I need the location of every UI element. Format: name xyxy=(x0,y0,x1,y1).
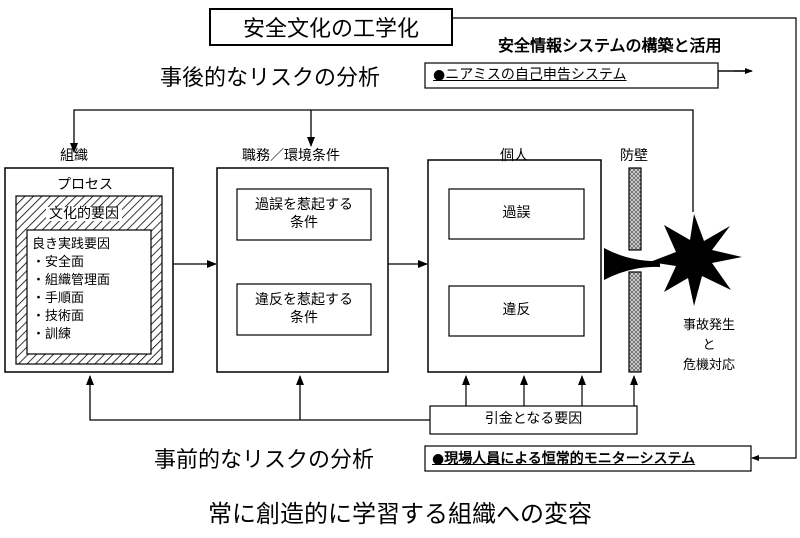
post-risk-analysis: 事後的なリスクの分析 xyxy=(160,66,381,91)
error-condition-text: 過誤を惹起する条件 xyxy=(237,189,371,240)
monitor-system: ●現場人員による恒常的モニターシステム xyxy=(432,451,696,467)
list-item: ・手順面 xyxy=(32,291,85,306)
list-item: ・技術面 xyxy=(32,309,85,324)
violation-box xyxy=(448,285,585,337)
accident-label: 事故発生 と 危機対応 xyxy=(664,316,754,376)
barrier-upper xyxy=(628,167,642,251)
pre-risk-analysis: 事前的なリスクの分析 xyxy=(154,448,375,473)
process-label: プロセス xyxy=(55,177,115,193)
accident-line1: 事故発生 xyxy=(682,318,735,333)
violation-condition-box xyxy=(236,283,372,336)
violation-text: 違反 xyxy=(502,302,531,319)
violation-condition-text: 違反を惹起する条件 xyxy=(237,284,371,335)
near-miss-system: ●ニアミスの自己申告システム xyxy=(433,67,627,83)
organization-label: 組織 xyxy=(60,148,88,164)
good-practice-label: 良き実践要因 xyxy=(32,237,111,252)
accident-line3: 危機対応 xyxy=(682,358,735,373)
individual-label: 個人 xyxy=(500,148,528,164)
near-miss-box xyxy=(424,62,719,89)
accident-line2: と xyxy=(702,338,716,353)
diagram-title: 安全文化の工学化 xyxy=(242,17,419,42)
barrier-label: 防壁 xyxy=(620,148,648,164)
trigger-label: 引金となる要因 xyxy=(484,411,583,428)
title-box: 安全文化の工学化 xyxy=(209,8,453,46)
good-practice-box xyxy=(26,229,152,355)
accident-star xyxy=(650,214,742,306)
error-condition-box xyxy=(236,188,372,241)
error-box xyxy=(448,188,585,240)
error-condition-line1: 過誤を惹起する xyxy=(255,197,353,213)
list-item: ・訓練 xyxy=(32,327,72,342)
job-environment-label: 職務／環境条件 xyxy=(242,148,340,164)
violation-condition-line1: 違反を惹起する xyxy=(255,292,353,308)
error-condition-line2: 条件 xyxy=(290,214,318,231)
violation-condition-line2: 条件 xyxy=(290,309,318,326)
list-item: ・安全面 xyxy=(32,255,85,270)
error-text: 過誤 xyxy=(502,205,531,222)
system-heading: 安全情報システムの構築と活用 xyxy=(498,36,722,55)
hazard-funnel xyxy=(604,248,660,280)
barrier-lower xyxy=(628,271,642,373)
bottom-caption: 常に創造的に学習する組織への変容 xyxy=(208,500,592,528)
list-item: ・組織管理面 xyxy=(32,273,111,288)
trigger-box xyxy=(429,405,638,435)
culture-label: 文化的要因 xyxy=(46,207,122,221)
monitor-box xyxy=(424,445,752,472)
good-practice-list: 良き実践要因 ・安全面 ・組織管理面 ・手順面 ・技術面 ・訓練 xyxy=(32,236,110,344)
